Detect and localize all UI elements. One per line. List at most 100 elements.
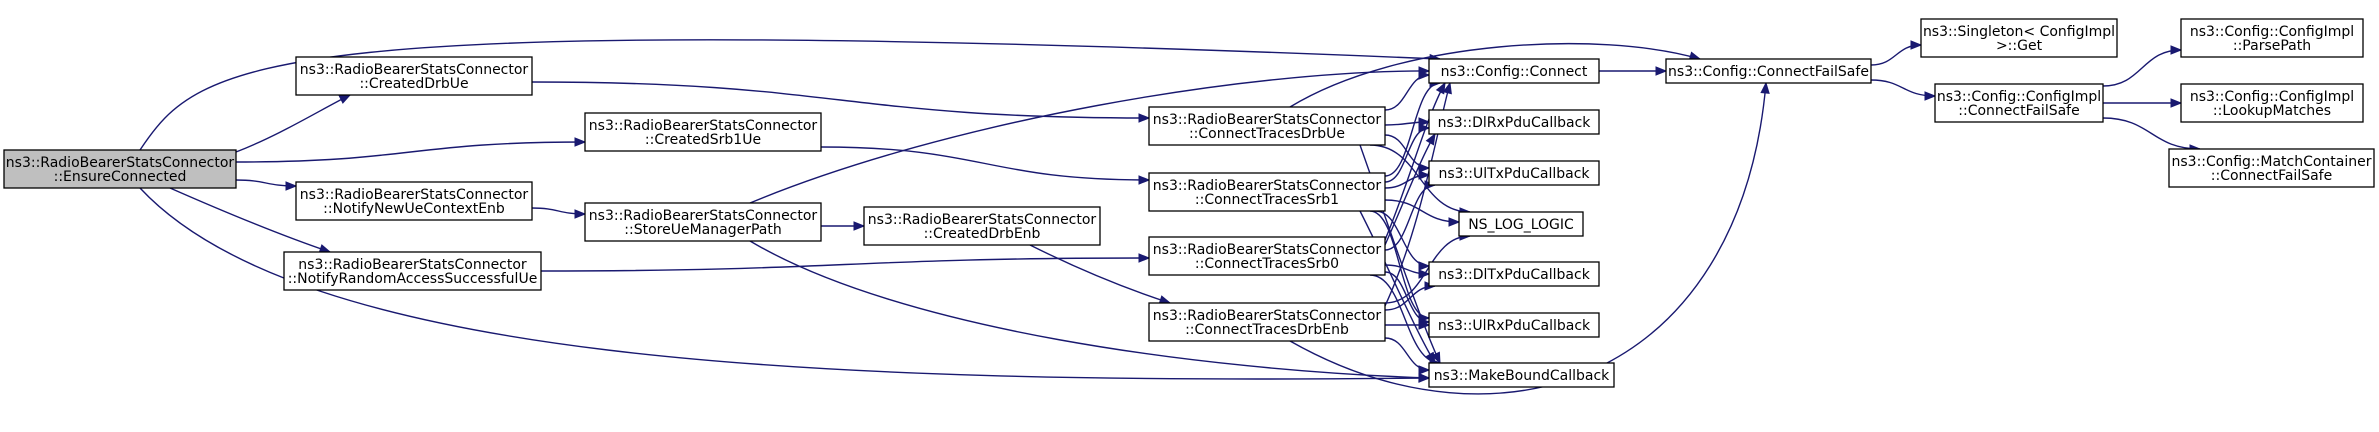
node-singleton[interactable]: ns3::Singleton< ConfigImpl >::Get (1920, 18, 2118, 58)
edge-arrowhead (574, 137, 587, 147)
node-label: ::ConnectTracesDrbEnb (1185, 322, 1349, 338)
edge-line (1384, 74, 1430, 111)
edge-line (540, 257, 1150, 272)
node-label: ns3::RadioBearerStatsConnector (1153, 112, 1382, 128)
edge-cfgImplCFS-to-parsePath (2102, 45, 2183, 87)
node-createdDrbUe[interactable]: ns3::RadioBearerStatsConnector::CreatedD… (295, 56, 533, 96)
edge-connectFail-to-cfgImplCFS (1870, 79, 1937, 101)
edge-arrowhead (1910, 40, 1923, 50)
node-notifyRandom[interactable]: ns3::RadioBearerStatsConnector::NotifyRa… (283, 251, 542, 291)
node-ctDrbUe[interactable]: ns3::RadioBearerStatsConnector::ConnectT… (1148, 106, 1386, 146)
edge-connect-to-connectFail (1599, 66, 1668, 76)
edge-arrowhead (1418, 163, 1431, 173)
edge-line (1384, 133, 1436, 246)
node-makeBound[interactable]: ns3::MakeBoundCallback (1428, 362, 1615, 388)
edge-line (1369, 274, 1441, 364)
edge-ctSrb1-to-dlRx (1384, 123, 1431, 183)
node-label: ::EnsureConnected (54, 169, 187, 185)
node-createdSrb1Ue[interactable]: ns3::RadioBearerStatsConnector::CreatedS… (584, 112, 822, 152)
nodes: ns3::RadioBearerStatsConnector::EnsureCo… (3, 18, 2375, 388)
node-box (863, 206, 1101, 246)
edge-arrowhead (1418, 117, 1431, 127)
edge-line (139, 187, 1430, 380)
edge-line (1384, 82, 1451, 307)
edge-line (235, 94, 351, 153)
node-label: ns3::RadioBearerStatsConnector (589, 208, 818, 224)
node-label: ns3::RadioBearerStatsConnector (6, 155, 235, 171)
node-label: ns3::Config::ConfigImpl (1937, 89, 2101, 105)
node-label: >::Get (1996, 38, 2043, 54)
edge-ensure-to-notifyNewUe (235, 179, 298, 191)
node-lookup[interactable]: ns3::Config::ConfigImpl::LookupMatches (2180, 83, 2364, 123)
node-box (1428, 312, 1600, 338)
edge-createdDrbUe-to-ctDrbUe (531, 81, 1151, 123)
edge-ensure-to-createdSrb1Ue (235, 137, 587, 163)
edge-storeUe-to-makeBound (749, 240, 1431, 383)
edge-arrowhead (1924, 91, 1937, 101)
node-cfgImplCFS[interactable]: ns3::Config::ConfigImpl::ConnectFailSafe (1934, 83, 2104, 123)
node-label: ::StoreUeManagerPath (624, 222, 781, 238)
node-box (2180, 18, 2364, 58)
edge-line (235, 141, 586, 163)
node-createdDrbEnb[interactable]: ns3::RadioBearerStatsConnector::CreatedD… (863, 206, 1101, 246)
edges (139, 39, 2202, 395)
node-box (283, 251, 542, 291)
node-label: ::NotifyRandomAccessSuccessfulUe (288, 271, 538, 287)
node-nsLog[interactable]: NS_LOG_LOGIC (1458, 211, 1584, 237)
node-box (1428, 109, 1600, 135)
node-label: ns3::UlTxPduCallback (1438, 166, 1590, 182)
edge-arrowhead (1425, 132, 1436, 146)
node-matchCont[interactable]: ns3::Config::MatchContainer::ConnectFail… (2168, 148, 2375, 188)
node-box (2180, 83, 2364, 123)
edge-storeUe-to-createdDrbEnb (821, 221, 866, 231)
node-parsePath[interactable]: ns3::Config::ConfigImpl::ParsePath (2180, 18, 2364, 58)
node-ctSrb1[interactable]: ns3::RadioBearerStatsConnector::ConnectT… (1148, 172, 1386, 212)
edge-ctDrbUe-to-connect (1384, 70, 1431, 111)
node-box (295, 181, 533, 221)
edge-line (1384, 82, 1446, 241)
node-label: ns3::Singleton< ConfigImpl (1923, 24, 2115, 40)
node-label: ns3::DlTxPduCallback (1438, 267, 1591, 283)
node-label: ::ConnectTracesSrb0 (1195, 256, 1339, 272)
node-box (295, 56, 533, 96)
edge-cfgImplCFS-to-matchCont (2102, 117, 2202, 154)
node-label: ::ConnectTracesDrbUe (1189, 126, 1345, 142)
edge-ctSrb0-to-connect (1384, 81, 1446, 241)
node-connectFail[interactable]: ns3::Config::ConnectFailSafe (1665, 58, 1872, 84)
edge-arrowhead (338, 94, 352, 104)
node-box (1934, 83, 2104, 123)
edge-notifyNewUe-to-storeUe (531, 207, 587, 219)
edge-arrowhead (2170, 98, 2183, 108)
edge-arrowhead (1655, 66, 1668, 76)
edge-arrowhead (1418, 261, 1431, 271)
edge-ctDrbEnb-to-connect (1384, 81, 1452, 307)
node-label: ns3::RadioBearerStatsConnector (298, 257, 527, 273)
node-label: ns3::Config::ConnectFailSafe (1668, 64, 1869, 80)
edge-arrowhead (1760, 81, 1770, 94)
edge-line (749, 240, 1430, 379)
edge-arrowhead (1418, 372, 1431, 383)
node-notifyNewUe[interactable]: ns3::RadioBearerStatsConnector::NotifyNe… (295, 181, 533, 221)
node-ulTx[interactable]: ns3::UlTxPduCallback (1428, 160, 1600, 186)
edge-ensure-to-createdDrbUe (235, 94, 352, 153)
edge-ctSrb0-to-dlRx (1384, 132, 1436, 246)
edge-connectFail-to-singleton (1870, 40, 1923, 66)
node-dlRx[interactable]: ns3::DlRxPduCallback (1428, 109, 1600, 135)
node-ctDrbEnb[interactable]: ns3::RadioBearerStatsConnector::ConnectT… (1148, 302, 1386, 342)
node-label: ns3::UlRxPduCallback (1438, 318, 1591, 334)
edge-cfgImplCFS-to-lookup (2103, 98, 2183, 108)
node-dlTx[interactable]: ns3::DlTxPduCallback (1428, 261, 1600, 287)
node-label: ::ConnectFailSafe (1958, 103, 2079, 119)
edge-arrowhead (853, 221, 866, 231)
node-ulRx[interactable]: ns3::UlRxPduCallback (1428, 312, 1600, 338)
node-ensure[interactable]: ns3::RadioBearerStatsConnector::EnsureCo… (3, 149, 237, 189)
edge-line (749, 70, 1430, 204)
node-label: ns3::RadioBearerStatsConnector (300, 62, 529, 78)
node-storeUe[interactable]: ns3::RadioBearerStatsConnector::StoreUeM… (584, 202, 822, 242)
edge-arrowhead (1442, 81, 1452, 95)
node-ctSrb0[interactable]: ns3::RadioBearerStatsConnector::ConnectT… (1148, 236, 1386, 276)
node-connect[interactable]: ns3::Config::Connect (1428, 58, 1600, 84)
node-label: ::ConnectFailSafe (2211, 168, 2332, 184)
node-box (1428, 58, 1600, 84)
